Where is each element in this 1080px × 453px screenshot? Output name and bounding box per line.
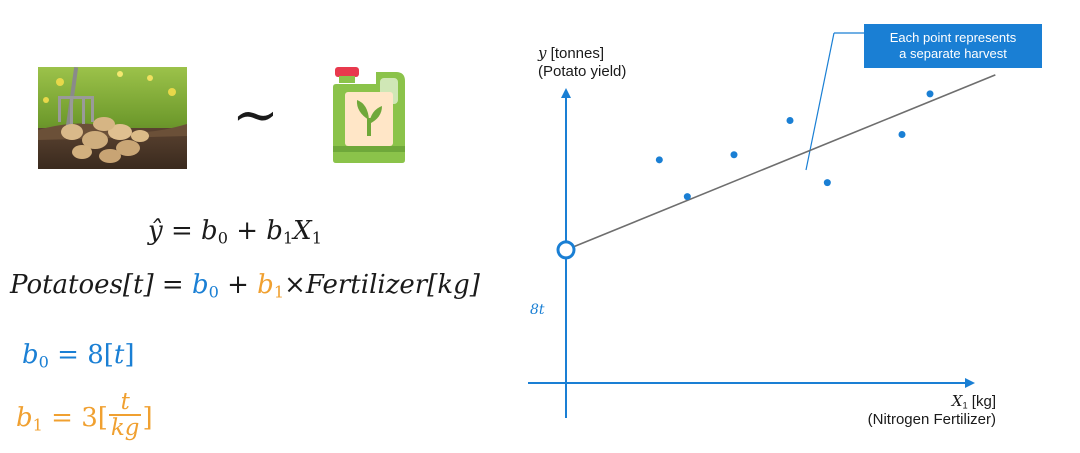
data-point (786, 117, 794, 125)
data-point (926, 90, 934, 98)
intercept-marker (556, 240, 576, 260)
b1-symbol: b (16, 403, 33, 434)
b1-symbol: b (257, 270, 274, 300)
y-axis-unit: [tonnes] (546, 45, 605, 62)
b1-subscript: 1 (282, 228, 294, 248)
callout-line-2: a separate harvest (899, 46, 1007, 61)
b1-subscript: 1 (32, 415, 43, 435)
b0-symbol: b (201, 216, 218, 246)
regression-equation-specific: Potatoes[t] = b0 + b1×Fertilizer[kg] (10, 268, 480, 302)
y-hat-symbol: ŷ (148, 216, 163, 246)
b1-symbol: b (266, 216, 283, 246)
data-point (655, 156, 663, 164)
times-sign: × (284, 270, 306, 300)
b0-subscript: 0 (217, 228, 228, 248)
regression-line (565, 74, 996, 251)
fertilizer-term: Fertilizer[kg] (305, 270, 480, 300)
plus-sign: + (227, 216, 267, 246)
plus-sign: + (218, 270, 258, 300)
b0-symbol: b (191, 270, 209, 300)
x-axis-variable: X (951, 392, 963, 410)
x-axis-label: X1 [kg] (Nitrogen Fertilizer) (820, 392, 996, 429)
y-axis-label: y [tonnes] (Potato yield) (538, 44, 626, 81)
data-point (683, 193, 691, 201)
x-axis-description: (Nitrogen Fertilizer) (867, 411, 996, 428)
regression-equation-general: ŷ = b0 + b1X1 (148, 214, 322, 248)
b0-subscript: 0 (38, 352, 49, 372)
equals-sign: = (48, 340, 88, 370)
y-axis-description: (Potato yield) (538, 63, 627, 80)
callout-line-1: Each point represents (889, 30, 1017, 45)
b0-subscript: 0 (208, 282, 219, 302)
tilde-symbol: ~ (232, 83, 279, 148)
y-axis-variable: y (538, 44, 547, 62)
fraction-denominator: kg (108, 414, 142, 442)
equals-sign: = (162, 216, 202, 246)
b0-close-bracket: ] (124, 340, 135, 370)
fraction-numerator: t (120, 389, 130, 415)
callout-box: Each point represents a separate harvest (864, 24, 1042, 68)
x1-subscript: 1 (311, 228, 322, 248)
b0-value: 8[ (87, 340, 114, 370)
data-point (823, 179, 831, 187)
b1-subscript: 1 (273, 282, 285, 302)
x1-symbol: X (293, 216, 312, 246)
data-point (898, 130, 906, 138)
equals-sign: = (42, 403, 82, 434)
equals-sign: = (153, 270, 192, 300)
b1-close-bracket: ] (142, 403, 153, 434)
x-axis-unit: [kg] (967, 393, 996, 410)
b0-value-equation: b0 = 8[t] (22, 338, 135, 372)
intercept-label: 8t (530, 302, 545, 318)
callout-pointer-line (805, 32, 835, 171)
b1-value: 3[ (81, 403, 108, 434)
b0-symbol: b (22, 340, 39, 370)
b0-unit: t (113, 340, 125, 370)
x-axis-subscript: 1 (962, 400, 968, 411)
data-point (730, 151, 738, 159)
potatoes-term: Potatoes[t] (10, 270, 154, 300)
